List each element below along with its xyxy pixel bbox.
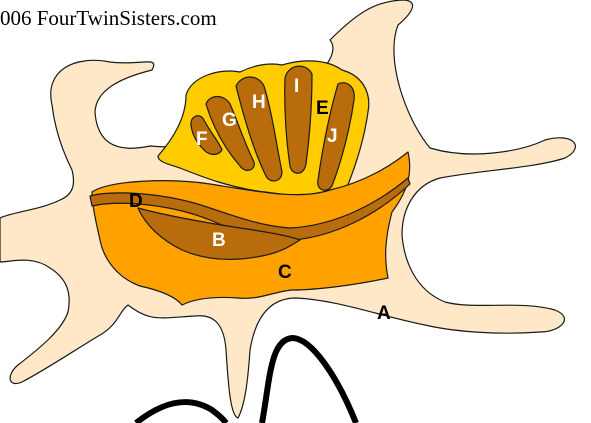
label-h: H	[252, 92, 266, 113]
label-i: I	[294, 76, 299, 97]
label-c: C	[278, 262, 292, 283]
label-b: B	[212, 230, 226, 251]
label-a: A	[377, 303, 391, 324]
label-g: G	[222, 110, 237, 131]
label-d: D	[129, 191, 143, 212]
label-j: J	[327, 126, 338, 147]
label-e: E	[316, 98, 329, 119]
label-f: F	[196, 129, 208, 150]
lower-arc-inner	[262, 338, 356, 423]
lower-arc-left	[136, 402, 226, 423]
